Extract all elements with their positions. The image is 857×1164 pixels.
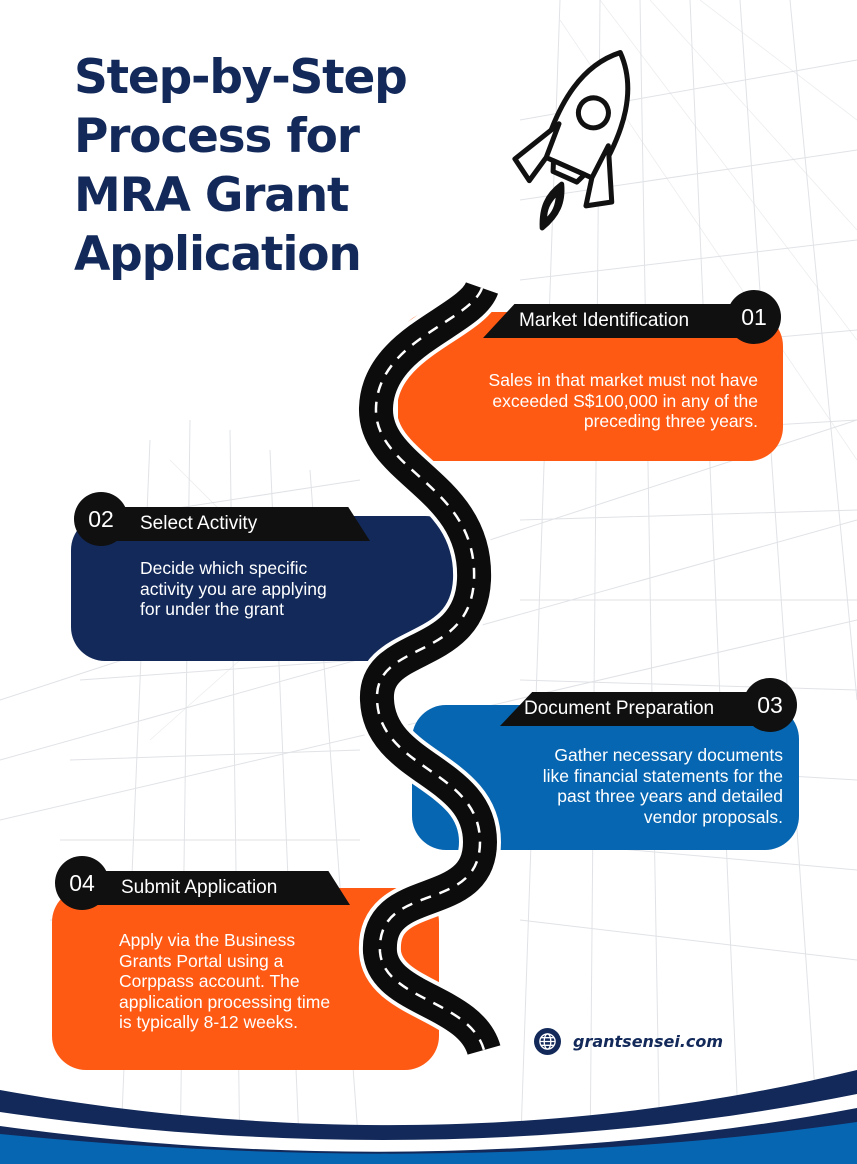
step-03-description: Gather necessary documents like financia… xyxy=(453,745,783,827)
step-03-number: 03 xyxy=(743,678,797,732)
brand-text: grantsensei.com xyxy=(573,1031,724,1051)
step-02-number: 02 xyxy=(74,492,128,546)
step-02-title: Select Activity xyxy=(98,507,370,541)
description-line: Gather necessary documents xyxy=(554,745,783,765)
description-line: Sales in that market must not have xyxy=(488,370,758,390)
brand-link[interactable]: grantsensei.com xyxy=(534,1027,723,1055)
title-line: MRA Grant xyxy=(74,168,350,223)
page-title: Step-by-Step Process for MRA Grant Appli… xyxy=(74,48,494,284)
description-line: Decide which specific xyxy=(140,558,308,578)
description-line: vendor proposals. xyxy=(643,806,783,827)
description-line: activity you are applying xyxy=(140,578,327,599)
bottom-wave-decoration xyxy=(0,1070,857,1164)
step-01-number: 01 xyxy=(727,290,781,344)
step-04-description: Apply via the Business Grants Portal usi… xyxy=(119,930,389,1033)
description-line: exceeded S$100,000 in any of the xyxy=(492,390,758,411)
step-04-number: 04 xyxy=(55,856,109,910)
title-line: Application xyxy=(74,227,362,282)
title-line: Step-by-Step xyxy=(74,50,408,105)
rocket-icon xyxy=(512,50,631,231)
description-line: Corppass account. The xyxy=(119,971,300,991)
globe-icon xyxy=(534,1027,561,1055)
step-02-description: Decide which specific activity you are a… xyxy=(140,558,380,620)
description-line: preceding three years. xyxy=(583,411,758,431)
step-01-description: Sales in that market must not have excee… xyxy=(428,370,758,432)
step-03-title: Document Preparation xyxy=(500,692,768,726)
description-line: like financial statements for the xyxy=(542,765,783,786)
description-line: past three years and detailed xyxy=(557,786,783,806)
step-04-title: Submit Application xyxy=(80,871,350,905)
description-line: Apply via the Business xyxy=(119,930,296,950)
description-line: for under the grant xyxy=(140,599,284,619)
title-line: Process for xyxy=(74,109,360,164)
description-line: application processing time xyxy=(119,991,331,1012)
step-01-title: Market Identification xyxy=(483,304,745,338)
description-line: Grants Portal using a xyxy=(119,950,284,971)
description-line: is typically 8-12 weeks. xyxy=(119,1012,298,1032)
